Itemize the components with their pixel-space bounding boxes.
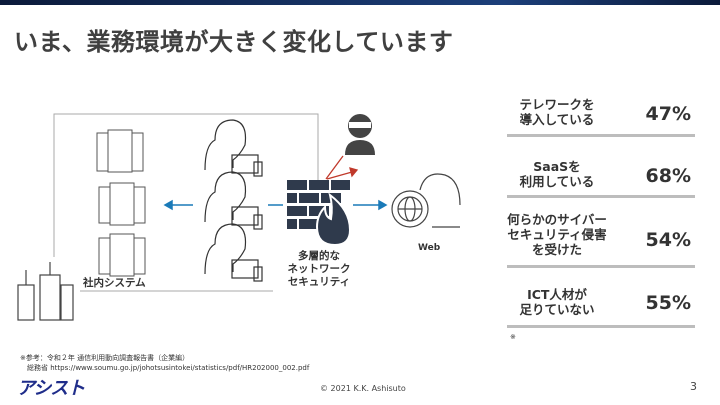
firewall-icon bbox=[287, 180, 352, 247]
attack-arrows bbox=[325, 155, 359, 180]
page-title: いま、業務環境が大きく変化しています bbox=[14, 28, 454, 56]
arrow-left bbox=[163, 199, 193, 211]
employee-icon bbox=[204, 119, 263, 282]
stat-saas: SaaSを利用している 68% bbox=[507, 157, 695, 198]
office-boundary bbox=[53, 113, 319, 292]
network-diagram bbox=[17, 113, 461, 321]
web-label: Web bbox=[418, 243, 441, 253]
stat-ict-staff: ICT人材が足りていない 55% bbox=[507, 285, 695, 328]
copyright: © 2021 K.K. Ashisuto bbox=[320, 384, 406, 393]
source-line-2: 総務省 https://www.soumu.go.jp/johotsusinto… bbox=[27, 364, 310, 372]
stat-telework: テレワークを導入している 47% bbox=[507, 95, 695, 137]
hacker-icon bbox=[345, 114, 375, 155]
city-icon bbox=[17, 262, 74, 321]
server-icon bbox=[96, 129, 146, 277]
stat-security-breach: 何らかのサイバーセキュリティ侵害を受けた 54% bbox=[507, 212, 695, 268]
security-label: 多層的なネットワークセキュリティ bbox=[287, 250, 351, 288]
arrow-right bbox=[353, 199, 388, 211]
asterisk-note: ※ bbox=[510, 333, 516, 341]
source-line-1: ※参考：令和２年 通信利用動向調査報告書（企業編） bbox=[20, 354, 190, 362]
company-logo: アシスト bbox=[17, 378, 85, 399]
cloud-globe-icon bbox=[391, 173, 461, 228]
top-bar bbox=[0, 0, 720, 5]
internal-system-label: 社内システム bbox=[83, 277, 146, 289]
page-number: 3 bbox=[690, 380, 697, 393]
